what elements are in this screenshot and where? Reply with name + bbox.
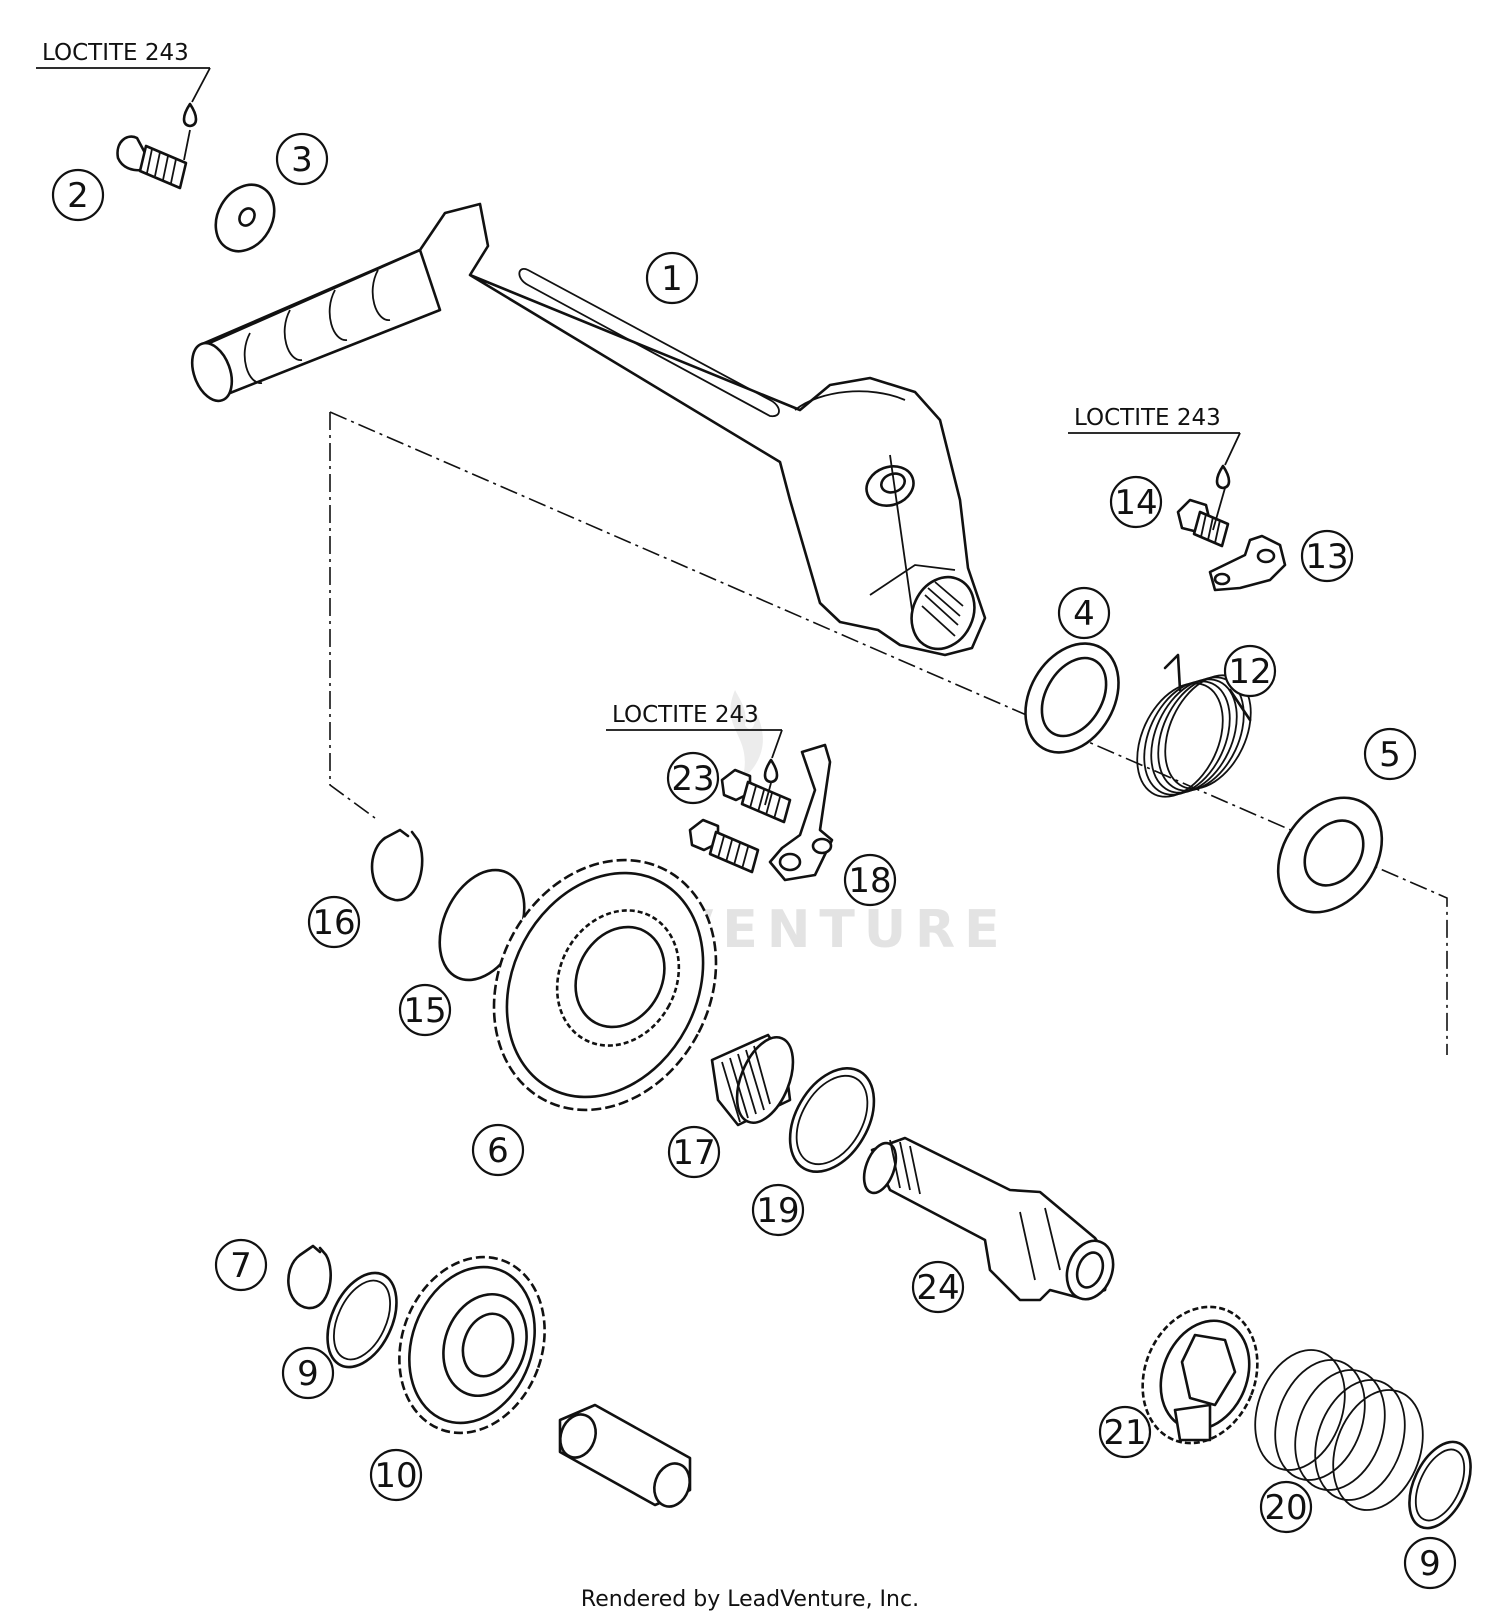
svg-text:23: 23 — [671, 759, 714, 799]
svg-text:9: 9 — [297, 1354, 319, 1394]
svg-text:7: 7 — [230, 1246, 252, 1286]
callout-13: 13 — [1300, 529, 1354, 583]
callout-10: 10 — [369, 1448, 423, 1502]
callout-24: 24 — [911, 1260, 965, 1314]
svg-text:15: 15 — [403, 991, 446, 1031]
part-bushing — [558, 1403, 692, 1508]
part-stop-plate-18 — [768, 743, 834, 882]
callout-17: 17 — [667, 1125, 721, 1179]
part-needle-bearing-17 — [710, 1033, 795, 1127]
callout-2: 2 — [51, 168, 105, 222]
callout-9-right: 9 — [1403, 1536, 1457, 1590]
svg-text:13: 13 — [1305, 537, 1348, 577]
svg-text:10: 10 — [374, 1456, 417, 1496]
footer-credit: Rendered by LeadVenture, Inc. — [581, 1587, 919, 1612]
callout-21: 21 — [1098, 1405, 1152, 1459]
svg-text:12: 12 — [1228, 652, 1271, 692]
svg-text:19: 19 — [756, 1191, 799, 1231]
watermark-flame-icon — [730, 690, 763, 780]
part-bracket-13 — [1208, 534, 1287, 592]
loctite-label-1: LOCTITE 243 — [36, 40, 211, 103]
callout-12: 12 — [1223, 644, 1277, 698]
loctite-label-2: LOCTITE 243 — [1068, 405, 1241, 466]
callout-18: 18 — [843, 853, 897, 907]
callout-4: 4 — [1057, 586, 1111, 640]
svg-text:5: 5 — [1379, 735, 1401, 775]
svg-text:24: 24 — [916, 1268, 959, 1308]
assembly-axis-lines — [329, 411, 1448, 1055]
callouts: 1 2 3 4 5 6 7 9 9 10 12 13 14 15 16 17 1… — [51, 132, 1457, 1590]
part-idler-gear-10 — [398, 1255, 546, 1435]
svg-text:1: 1 — [661, 259, 683, 299]
part-kick-gear-6 — [492, 858, 718, 1112]
part-screws-23 — [688, 768, 792, 874]
svg-text:LOCTITE 243: LOCTITE 243 — [42, 40, 189, 66]
part-spring-20 — [1254, 1349, 1424, 1511]
part-screw-2 — [116, 129, 191, 190]
svg-text:14: 14 — [1114, 483, 1157, 523]
callout-9-left: 9 — [281, 1346, 335, 1400]
svg-text:LOCTITE 243: LOCTITE 243 — [612, 702, 759, 728]
part-circlip-7 — [287, 1244, 332, 1310]
callout-16: 16 — [307, 895, 361, 949]
part-washer-9-left — [326, 1271, 398, 1369]
callout-23: 23 — [666, 751, 720, 805]
callout-19: 19 — [751, 1183, 805, 1237]
svg-text:18: 18 — [848, 861, 891, 901]
svg-text:4: 4 — [1073, 594, 1095, 634]
part-kick-lever-1 — [190, 202, 987, 657]
part-washer-19 — [788, 1066, 876, 1174]
svg-text:9: 9 — [1419, 1544, 1441, 1584]
svg-text:LOCTITE 243: LOCTITE 243 — [1074, 405, 1221, 431]
part-washer-9-right — [1408, 1440, 1472, 1530]
svg-text:17: 17 — [672, 1133, 715, 1173]
callout-14: 14 — [1109, 475, 1163, 529]
part-ring-4 — [1024, 642, 1120, 754]
part-bolt-14 — [1176, 487, 1230, 548]
part-kick-shaft-24 — [862, 1136, 1115, 1302]
callout-15: 15 — [398, 983, 452, 1037]
svg-text:21: 21 — [1103, 1413, 1146, 1453]
part-washer-5 — [1276, 796, 1384, 914]
svg-text:2: 2 — [67, 176, 89, 216]
callout-6: 6 — [471, 1123, 525, 1177]
callout-5: 5 — [1363, 727, 1417, 781]
svg-text:3: 3 — [291, 140, 313, 180]
callout-3: 3 — [275, 132, 329, 186]
callout-7: 7 — [214, 1238, 268, 1292]
part-circlip-16 — [370, 828, 424, 902]
part-ratchet-21 — [1141, 1305, 1259, 1445]
loctite-label-3: LOCTITE 243 — [606, 702, 783, 759]
callout-20: 20 — [1259, 1480, 1313, 1534]
part-washer-3 — [214, 183, 276, 253]
loctite-drop-icons — [182, 102, 1231, 784]
callout-1: 1 — [645, 251, 699, 305]
svg-text:20: 20 — [1264, 1488, 1307, 1528]
svg-text:16: 16 — [312, 903, 355, 943]
svg-text:6: 6 — [487, 1131, 509, 1171]
